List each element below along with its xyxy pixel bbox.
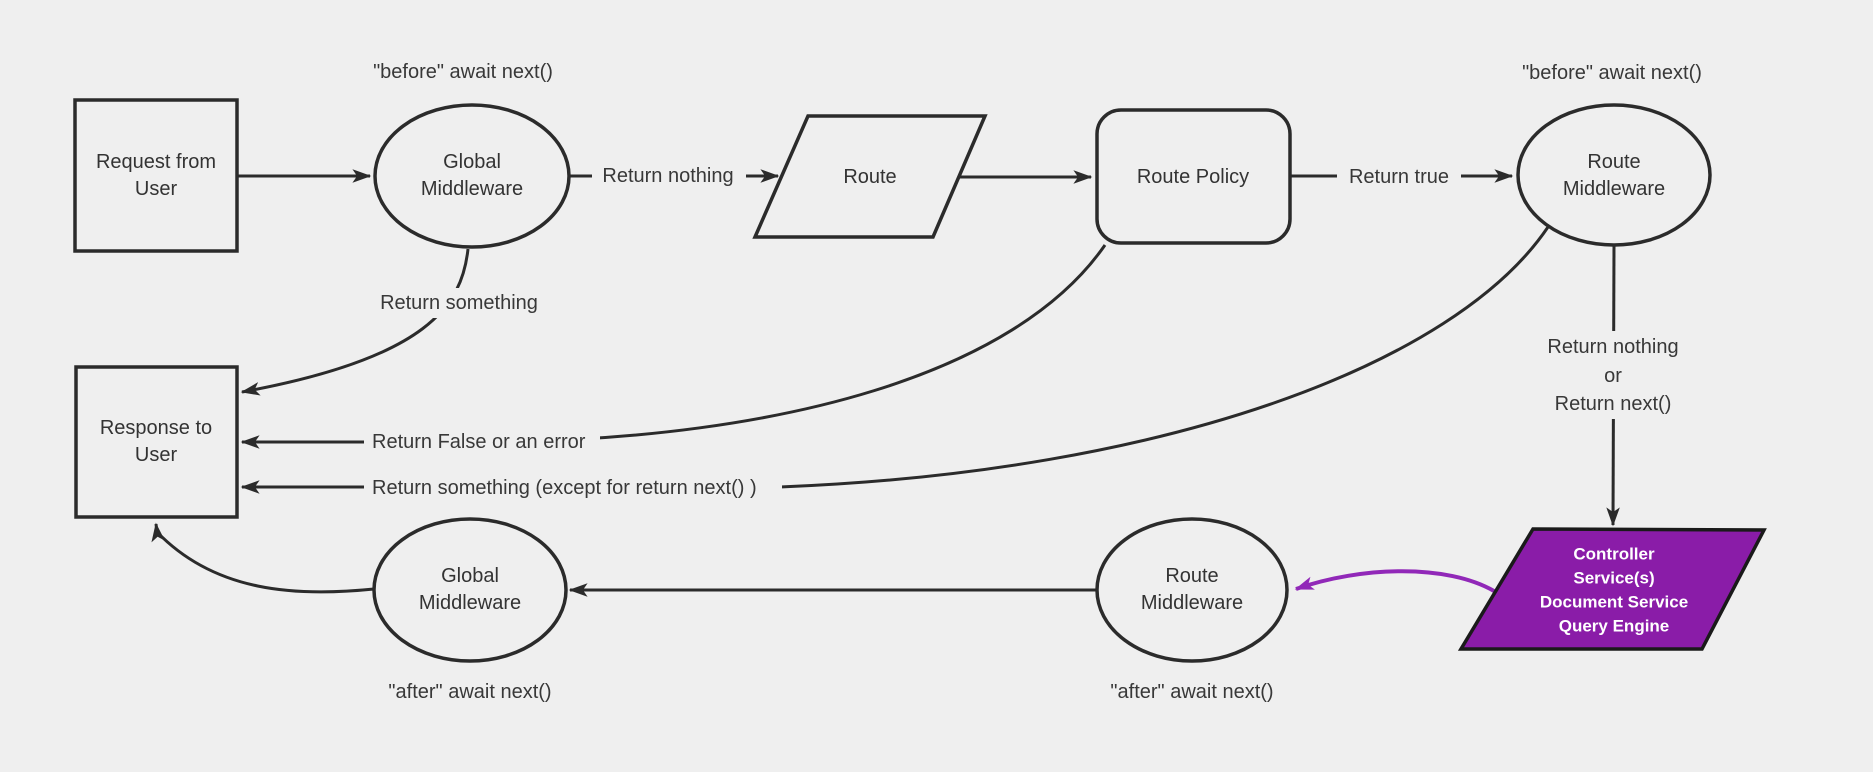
label-return-nothing: Return nothing: [602, 165, 733, 187]
response-line-1: Response to: [100, 417, 212, 439]
label-before-await-next-right: "before" await next(): [1522, 62, 1702, 84]
edge-label-backgrounds: [364, 161, 1694, 502]
edge-global-to-response: [240, 248, 470, 396]
label-return-something: Return something: [380, 292, 538, 314]
node-controller-services: Controller Service(s) Document Service Q…: [1457, 527, 1767, 651]
controller-line-2: Service(s): [1573, 569, 1654, 588]
edges: [151, 169, 1620, 597]
route-mw-bottom-line-2: Middleware: [1141, 592, 1243, 614]
controller-line-4: Query Engine: [1559, 617, 1670, 636]
edge-global-bottom-to-response: [151, 522, 375, 594]
global-mw-top-line-2: Middleware: [421, 178, 523, 200]
global-mw-bottom-line-2: Middleware: [419, 592, 521, 614]
route-mw-top-line-1: Route: [1587, 151, 1640, 173]
response-line-2: User: [135, 444, 178, 466]
node-route-policy: Route Policy: [1095, 108, 1292, 245]
label-return-nothing-or-line-1: Return nothing: [1547, 336, 1678, 358]
label-return-false-or-error: Return False or an error: [372, 431, 586, 453]
label-after-await-next-left: "after" await next(): [388, 681, 551, 703]
node-route: Route: [752, 114, 988, 239]
label-return-something-except: Return something (except for return next…: [372, 477, 757, 499]
route-mw-bottom-line-1: Route: [1165, 565, 1218, 587]
node-route-middleware-top: Route Middleware: [1516, 103, 1712, 247]
route-label: Route: [843, 166, 896, 188]
label-return-nothing-or-line-3: Return next(): [1555, 393, 1672, 415]
node-request-from-user: Request from User: [73, 98, 239, 253]
global-mw-top-line-1: Global: [443, 151, 501, 173]
global-mw-bottom-line-1: Global: [441, 565, 499, 587]
route-mw-top-line-2: Middleware: [1563, 178, 1665, 200]
request-line-2: User: [135, 178, 178, 200]
controller-line-1: Controller: [1573, 545, 1655, 564]
node-response-to-user: Response to User: [74, 365, 239, 519]
route-policy-label: Route Policy: [1137, 166, 1249, 188]
label-before-await-next-left: "before" await next(): [373, 61, 553, 83]
controller-line-3: Document Service: [1540, 593, 1688, 612]
node-route-middleware-bottom: Route Middleware: [1095, 517, 1289, 663]
edge-routemw-to-response: [240, 226, 1550, 494]
node-global-middleware-bottom: Global Middleware: [372, 517, 568, 663]
edge-labels: "before" await next() "before" await nex…: [372, 61, 1702, 703]
label-return-true: Return true: [1349, 166, 1449, 188]
label-return-nothing-or-line-2: or: [1604, 365, 1622, 387]
node-global-middleware-top: Global Middleware: [373, 103, 571, 249]
request-line-1: Request from: [96, 151, 216, 173]
label-after-await-next-right: "after" await next(): [1110, 681, 1273, 703]
edge-controller-to-routemw-purple: [1294, 569, 1495, 593]
